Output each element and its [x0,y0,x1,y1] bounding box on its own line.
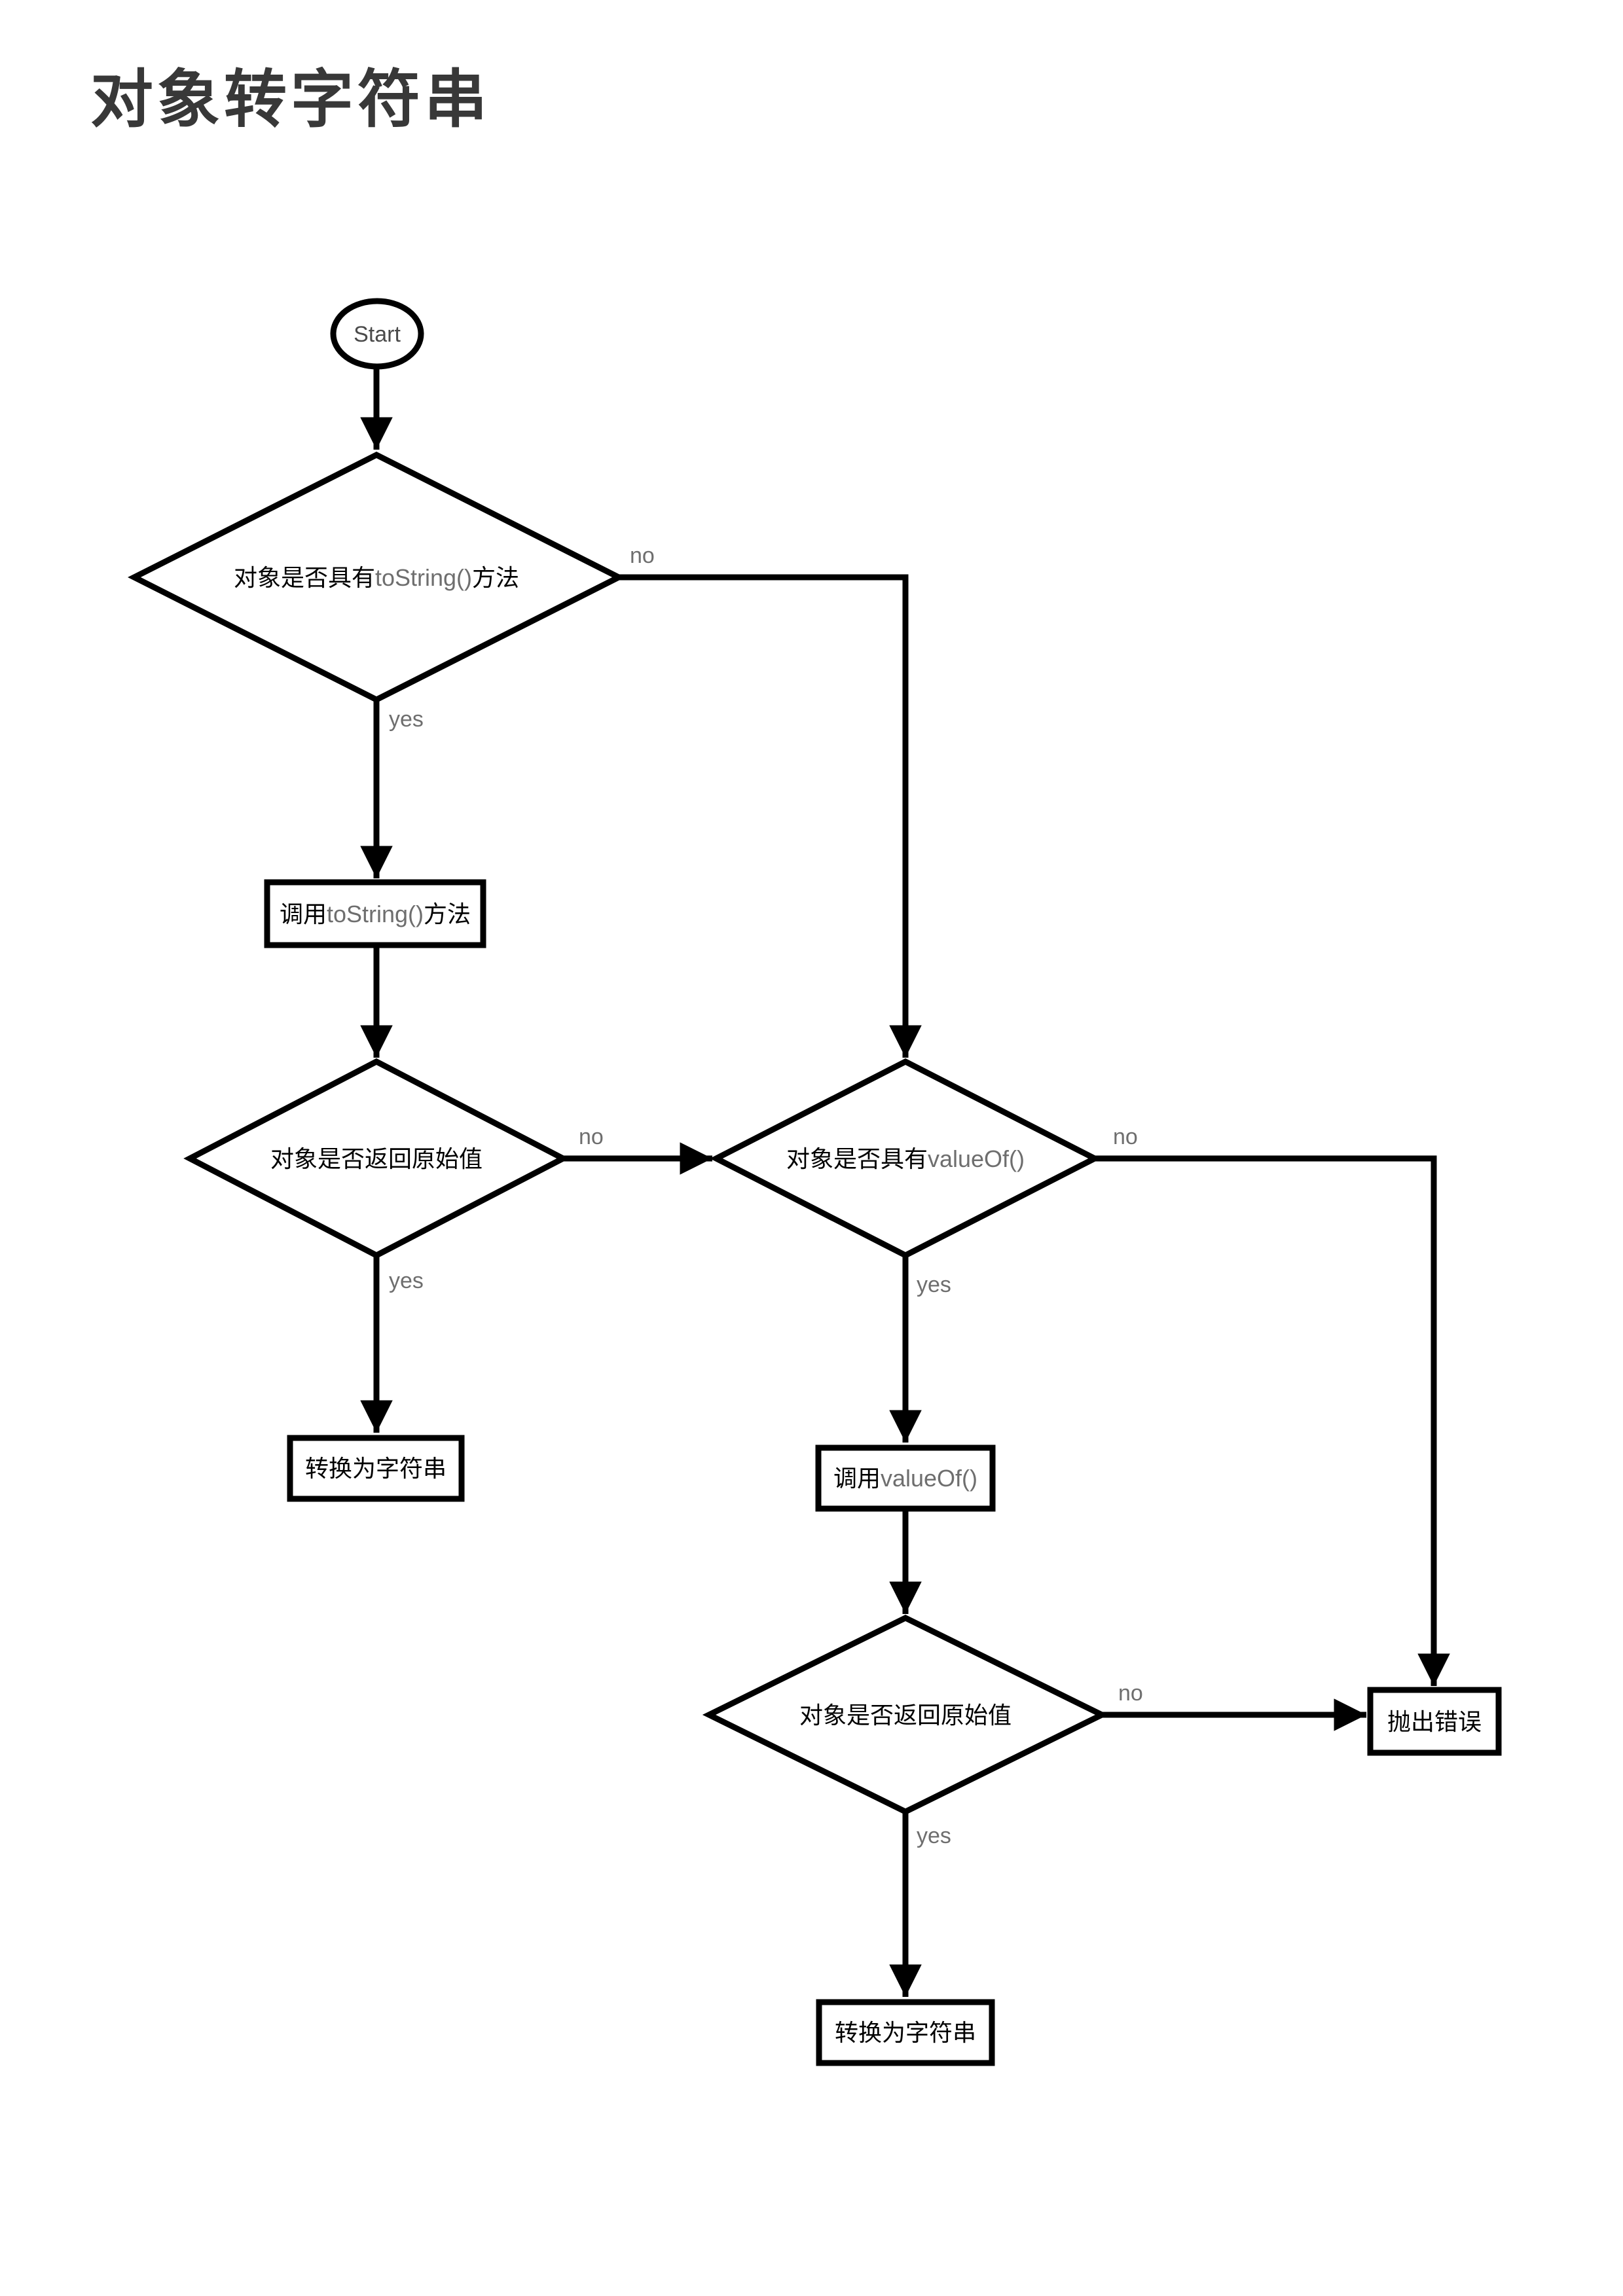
process-call-tostring-label-cn: 调用 [280,901,327,927]
branch-label-valueof-primitive-no: no [1118,1681,1143,1706]
process-convert-to-string-bottom [816,1999,995,2066]
process-call-tostring-label: 调用toString()方法 [280,901,471,927]
process-call-tostring-label-code: toString() [327,901,424,927]
decision-has-valueof-label-code: valueOf() [928,1145,1025,1172]
decision-has-valueof [710,1058,1101,1259]
page-title: 对象转字符串 [90,65,491,135]
process-throw-error-label: 抛出错误 [1387,1708,1482,1735]
decision-tostring-returns-primitive [183,1058,570,1259]
process-call-tostring [264,879,486,948]
branch-label-has-tostring-no: no [630,543,655,568]
process-call-valueof-label: 调用valueOf() [833,1465,977,1492]
branch-label-has-tostring-yes: yes [389,707,424,732]
decision-has-tostring [128,451,625,704]
decision-has-tostring-label-suffix: 方法 [472,564,519,591]
process-convert-to-string-left-label: 转换为字符串 [305,1455,447,1482]
decision-valueof-returns-primitive [702,1614,1109,1816]
decision-tostring-returns-primitive-label: 对象是否返回原始值 [270,1145,483,1172]
decision-valueof-returns-primitive-label: 对象是否返回原始值 [799,1702,1012,1729]
branch-label-valueof-primitive-yes: yes [917,1823,951,1848]
process-convert-to-string-left [287,1435,465,1502]
process-call-valueof-label-code: valueOf() [881,1465,977,1492]
process-call-tostring-label-suffix: 方法 [424,901,471,927]
process-call-valueof [815,1444,996,1512]
branch-label-tostring-primitive-no: no [579,1124,604,1149]
decision-has-valueof-label: 对象是否具有valueOf() [786,1145,1025,1172]
edge-has-tostring-no [619,574,922,1058]
process-call-valueof-label-cn: 调用 [833,1465,881,1492]
decision-has-tostring-label-cn: 对象是否具有 [234,564,375,591]
start-node [330,298,424,370]
branch-label-tostring-primitive-yes: yes [389,1268,424,1293]
edge-has-valueof-no [1095,1155,1450,1686]
process-convert-to-string-bottom-label: 转换为字符串 [835,2019,976,2046]
branch-label-has-valueof-no: no [1113,1124,1138,1149]
decision-has-tostring-label: 对象是否具有toString()方法 [234,564,519,591]
decision-has-tostring-label-code: toString() [375,564,472,591]
process-throw-error [1367,1687,1502,1756]
branch-label-has-valueof-yes: yes [917,1272,951,1297]
start-node-label: Start [354,322,401,347]
decision-has-valueof-label-cn: 对象是否具有 [786,1145,928,1172]
